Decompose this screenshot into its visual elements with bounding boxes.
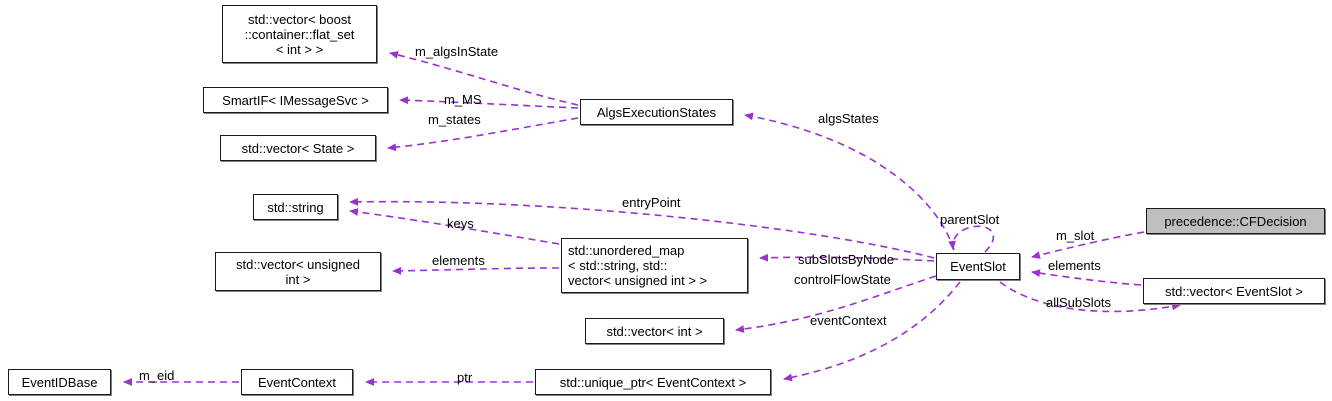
- edge-label-m-algs-in-state: m_algsInState: [415, 44, 499, 59]
- edge-label-algs-states: algsStates: [818, 111, 879, 126]
- edge-label-elements-slot: elements: [1048, 258, 1101, 273]
- node-std-unique-ptr-event-context[interactable]: std::unique_ptr< EventContext >: [535, 369, 771, 395]
- edge-label-elements-map: elements: [432, 253, 485, 268]
- edge-parentSlot: [948, 225, 995, 253]
- node-std-vector-event-slot[interactable]: std::vector< EventSlot >: [1143, 278, 1325, 304]
- node-std-vector-int[interactable]: std::vector< int >: [585, 318, 724, 344]
- node-event-slot[interactable]: EventSlot: [936, 253, 1020, 280]
- node-precedence-cfdecision[interactable]: precedence::CFDecision: [1146, 208, 1325, 234]
- node-event-id-base[interactable]: EventIDBase: [8, 369, 111, 395]
- edge-m_slot: [1031, 231, 1145, 259]
- edge-subSlotsByNode: [759, 253, 935, 262]
- edge-label-m-states: m_states: [428, 112, 481, 127]
- edge-eventContext: [783, 281, 961, 382]
- edge-keys: [349, 208, 560, 245]
- edge-label-m-ms: m_MS: [444, 92, 482, 107]
- edge-paths: [123, 51, 1181, 386]
- node-std-vector-boost-flat-set[interactable]: std::vector< boost ::container::flat_set…: [222, 5, 377, 63]
- node-std-vector-unsigned-int[interactable]: std::vector< unsigned int >: [215, 252, 381, 291]
- node-std-string[interactable]: std::string: [253, 194, 338, 220]
- edge-label-ptr: ptr: [457, 370, 473, 385]
- edge-entryPoint: [349, 197, 935, 259]
- edge-algsStates: [744, 112, 955, 251]
- node-smartif-imessagesvc[interactable]: SmartIF< IMessageSvc >: [203, 87, 388, 113]
- edge-m_states: [387, 117, 579, 152]
- node-std-unordered-map[interactable]: std::unordered_map < std::string, std:: …: [561, 238, 748, 293]
- edge-label-m-slot: m_slot: [1056, 228, 1095, 243]
- node-std-vector-state[interactable]: std::vector< State >: [220, 135, 376, 161]
- node-event-context[interactable]: EventContext: [241, 369, 353, 395]
- edge-allSubSlots: [999, 281, 1181, 313]
- edge-label-all-sub-slots: allSubSlots: [1046, 295, 1112, 310]
- edge-label-entry-point: entryPoint: [622, 195, 681, 210]
- node-algs-execution-states[interactable]: AlgsExecutionStates: [580, 99, 733, 125]
- edge-label-control-flow-state: controlFlowState: [794, 272, 891, 287]
- edge-elements-slot: [1031, 269, 1142, 286]
- edge-label-m-eid: m_eid: [139, 368, 175, 383]
- edge-label-event-context: eventContext: [810, 313, 887, 328]
- edge-label-parent-slot: parentSlot: [940, 212, 1000, 227]
- edge-m_algsInState: [389, 51, 579, 106]
- edge-label-keys: keys: [447, 216, 474, 231]
- edge-m_MS: [399, 96, 579, 109]
- edge-elements-map: [392, 266, 560, 275]
- edge-label-sub-slots-by-node: subSlotsByNode: [798, 252, 895, 267]
